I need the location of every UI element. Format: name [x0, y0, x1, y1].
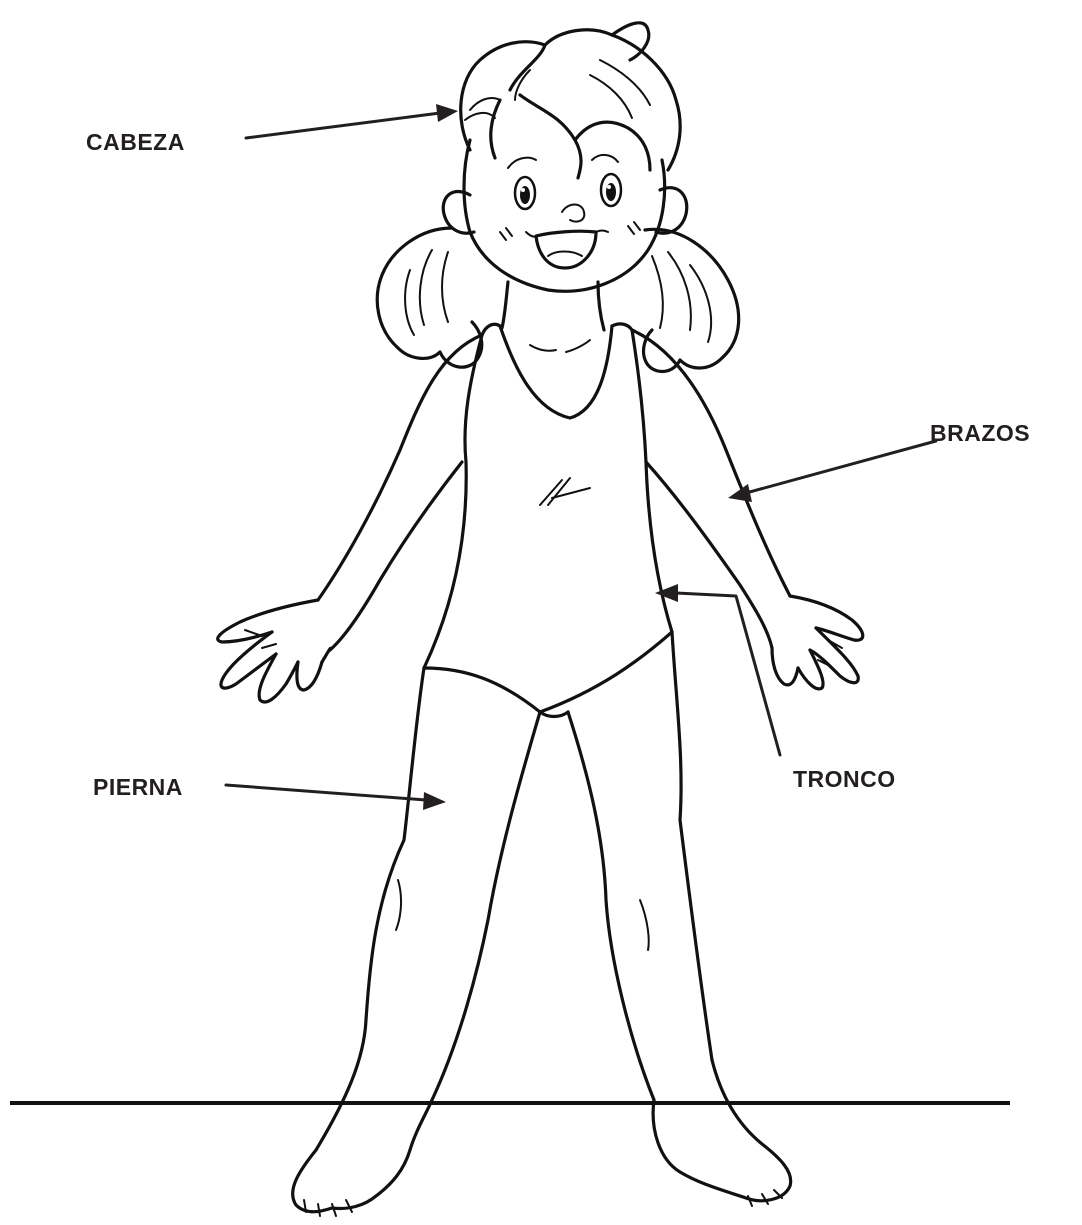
right-ear [656, 188, 687, 234]
legs [316, 632, 712, 1150]
girl-illustration [218, 23, 863, 1216]
hair [461, 23, 680, 178]
left-arm [218, 335, 482, 702]
left-pigtail [377, 228, 482, 367]
arrow-head-pointer [246, 104, 458, 138]
left-eyebrow [508, 158, 536, 168]
label-arms: BRAZOS [930, 420, 1030, 446]
left-foot [293, 1100, 432, 1216]
right-cheek [628, 222, 640, 234]
right-eyebrow [592, 155, 618, 162]
arrow-leg-pointer [226, 785, 446, 810]
right-eye [601, 174, 621, 206]
arrow-arms-pointer [728, 441, 936, 502]
swimsuit [424, 324, 672, 717]
left-eye [515, 177, 535, 209]
right-foot [653, 1060, 791, 1206]
mouth [526, 231, 608, 269]
right-pigtail [644, 229, 739, 371]
label-head: CABEZA [86, 129, 185, 155]
nose [562, 205, 584, 222]
left-cheek [500, 228, 512, 240]
label-trunk: TRONCO [793, 766, 896, 792]
label-leg: PIERNA [93, 774, 183, 800]
